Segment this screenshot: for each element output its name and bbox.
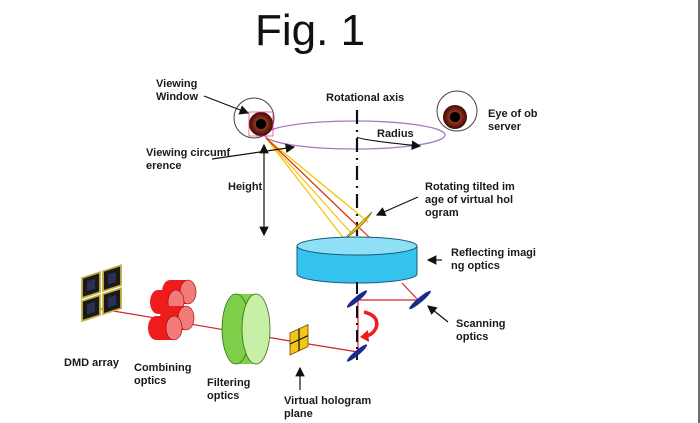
tilted-hologram-pointer (375, 196, 419, 217)
figure-title: Fig. 1 (255, 6, 366, 55)
label-viewing-window: Viewing Window (156, 78, 199, 103)
label-rotational-axis: Rotational axis (326, 92, 405, 104)
light-rays (265, 137, 373, 241)
label-filtering-optics: Filtering optics (207, 377, 251, 402)
rotation-arrow-head (360, 330, 369, 342)
label-dmd-array: DMD array (64, 357, 120, 369)
dmd-array (81, 264, 122, 323)
label-viewing-circumference: Viewing circumf erence (146, 147, 231, 172)
viewing-window-eye (233, 97, 275, 139)
label-rotating-tilted-image: Rotating tilted im age of virtual hol og… (425, 181, 515, 219)
viewing-circumference-pointer (211, 143, 296, 160)
virtual-hologram-plane (289, 324, 309, 356)
filtering-optics (221, 293, 271, 365)
tilted-hologram-image (341, 211, 373, 242)
label-eye-of-observer: Eye of ob server (488, 108, 538, 133)
label-reflecting-imaging-optics: Reflecting imagi ng optics (451, 247, 536, 272)
observer-eye (436, 90, 478, 132)
label-scanning-optics: Scanning optics (456, 318, 506, 343)
combining-optics (148, 279, 197, 341)
radius-arrow (356, 136, 422, 150)
label-virtual-hologram-plane: Virtual hologram plane (284, 395, 372, 420)
right-border (698, 0, 700, 423)
label-radius: Radius (377, 128, 414, 140)
scanning-optics-pointer (427, 305, 449, 323)
scanning-mirrors (346, 290, 431, 362)
viewing-window-pointer (203, 95, 250, 115)
label-combining-optics: Combining optics (134, 362, 192, 387)
reflecting-imaging-optics (296, 236, 418, 284)
label-height: Height (228, 181, 263, 193)
viewing-circumference-ellipse (264, 120, 446, 150)
